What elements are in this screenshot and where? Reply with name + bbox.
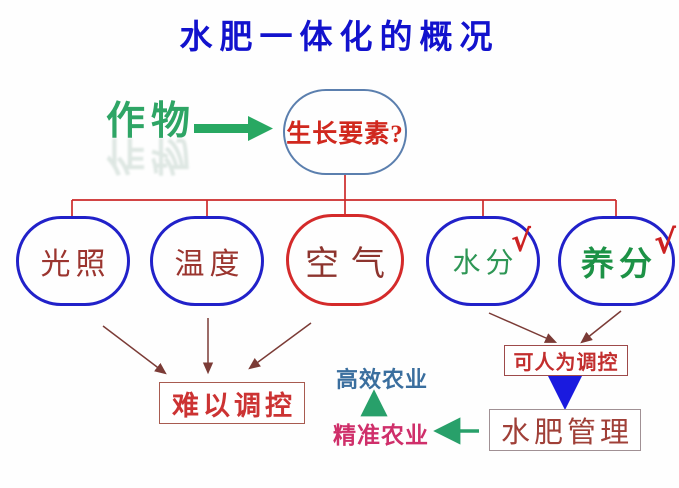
node-temperature: 温度	[150, 216, 264, 306]
check-mark-icon: √	[510, 224, 531, 259]
node-temperature-label: 温度	[174, 248, 245, 281]
tree-connector	[71, 175, 617, 217]
node-light: 光照	[16, 216, 130, 306]
node-nutrient-label: 养分	[581, 247, 657, 283]
box-hard-to-control: 难以调控	[159, 382, 305, 424]
page-title: 水肥一体化的概况	[179, 20, 500, 56]
check-mark-icon: √	[653, 222, 676, 261]
node-growth-factors-label: 生长要素?	[286, 121, 404, 148]
node-water: 水分 √	[426, 216, 540, 306]
uncontrollable-arrows	[102, 318, 312, 375]
node-growth-factors: 生长要素?	[283, 89, 407, 175]
node-light-label: 光照	[40, 248, 111, 281]
controllable-arrows	[488, 310, 622, 344]
efficient-agriculture-label: 高效农业	[336, 367, 429, 392]
node-air: 空气	[286, 214, 404, 306]
box-human-controllable: 可人为调控	[504, 345, 628, 376]
crop-label-reflection: 作物	[106, 133, 197, 176]
crop-to-growth-arrow-icon	[194, 116, 273, 141]
crop-label-text: 作物	[106, 100, 197, 143]
box-human-controllable-label: 可人为调控	[513, 352, 619, 374]
node-air-label: 空气	[305, 245, 397, 283]
box-hard-to-control-label: 难以调控	[172, 390, 296, 421]
crop-label: 作物 作物	[106, 100, 197, 176]
box-water-fertilizer-management: 水肥管理	[489, 409, 641, 451]
node-water-label: 水分	[452, 248, 519, 279]
precision-agriculture-label: 精准农业	[333, 423, 429, 448]
node-nutrient: 养分 √	[558, 216, 676, 306]
box-water-fertilizer-management-label: 水肥管理	[500, 417, 633, 449]
